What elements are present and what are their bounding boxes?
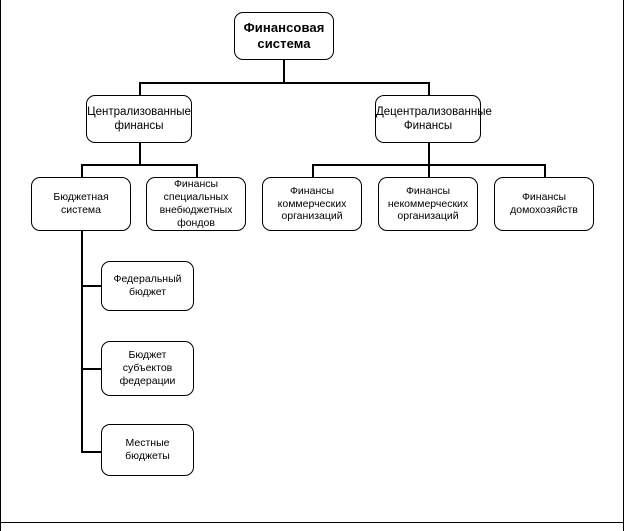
node-label: Финансовая система — [243, 20, 325, 51]
connector-stub-federal-budget — [81, 285, 103, 287]
node-label: Бюджет субъектов федерации — [119, 349, 176, 387]
node-label: Финансы специальных внебюджетных фондов — [159, 178, 233, 229]
node-label: Финансы домохозяйств — [510, 191, 578, 216]
node-label: Финансы коммерческих организаций — [277, 184, 347, 223]
node-label: Децентрализованные Финансы — [376, 105, 492, 132]
node-regional-budgets[interactable]: Бюджет субъектов федерации — [101, 341, 194, 396]
connector-to-special-funds — [196, 164, 198, 177]
node-commercial-organizations-finance[interactable]: Финансы коммерческих организаций — [262, 177, 362, 231]
node-federal-budget[interactable]: Федеральный бюджет — [101, 261, 194, 311]
connector-to-centralized — [139, 82, 141, 96]
connector-to-budget-system — [81, 164, 83, 177]
node-label: Централизованные финансы — [87, 105, 191, 132]
connector-stub-local-budget — [81, 451, 103, 453]
connector-level2-bus — [139, 82, 430, 84]
node-label: Местные бюджеты — [125, 437, 170, 462]
connector-centralized-stem — [139, 143, 141, 165]
connector-to-commercial-org — [312, 164, 314, 177]
node-budget-system[interactable]: Бюджетная система — [31, 177, 131, 231]
node-local-budgets[interactable]: Местные бюджеты — [101, 424, 194, 476]
node-label: Бюджетная система — [53, 191, 109, 216]
node-root-financial-system[interactable]: Финансовая система — [234, 12, 334, 60]
node-decentralized-finance[interactable]: Децентрализованные Финансы — [375, 95, 492, 143]
node-households-finance[interactable]: Финансы домохозяйств — [494, 177, 594, 231]
connector-to-households — [544, 164, 546, 177]
connector-root-stem — [283, 60, 285, 83]
node-special-extrabudget-funds[interactable]: Финансы специальных внебюджетных фондов — [146, 177, 246, 231]
connector-stub-regional-budget — [81, 368, 103, 370]
node-label: Финансы некоммерческих организаций — [387, 184, 469, 223]
connector-to-decentralized — [428, 82, 430, 96]
page-bottom-border — [1, 522, 623, 523]
node-noncommercial-organizations-finance[interactable]: Финансы некоммерческих организаций — [378, 177, 478, 231]
connector-decentralized-stem — [428, 143, 430, 165]
node-label: Федеральный бюджет — [113, 273, 182, 298]
connector-centralized-bus — [81, 164, 198, 166]
node-centralized-finance[interactable]: Централизованные финансы — [86, 95, 192, 143]
connector-budget-spine — [81, 231, 83, 453]
connector-to-noncommercial-org — [428, 164, 430, 177]
